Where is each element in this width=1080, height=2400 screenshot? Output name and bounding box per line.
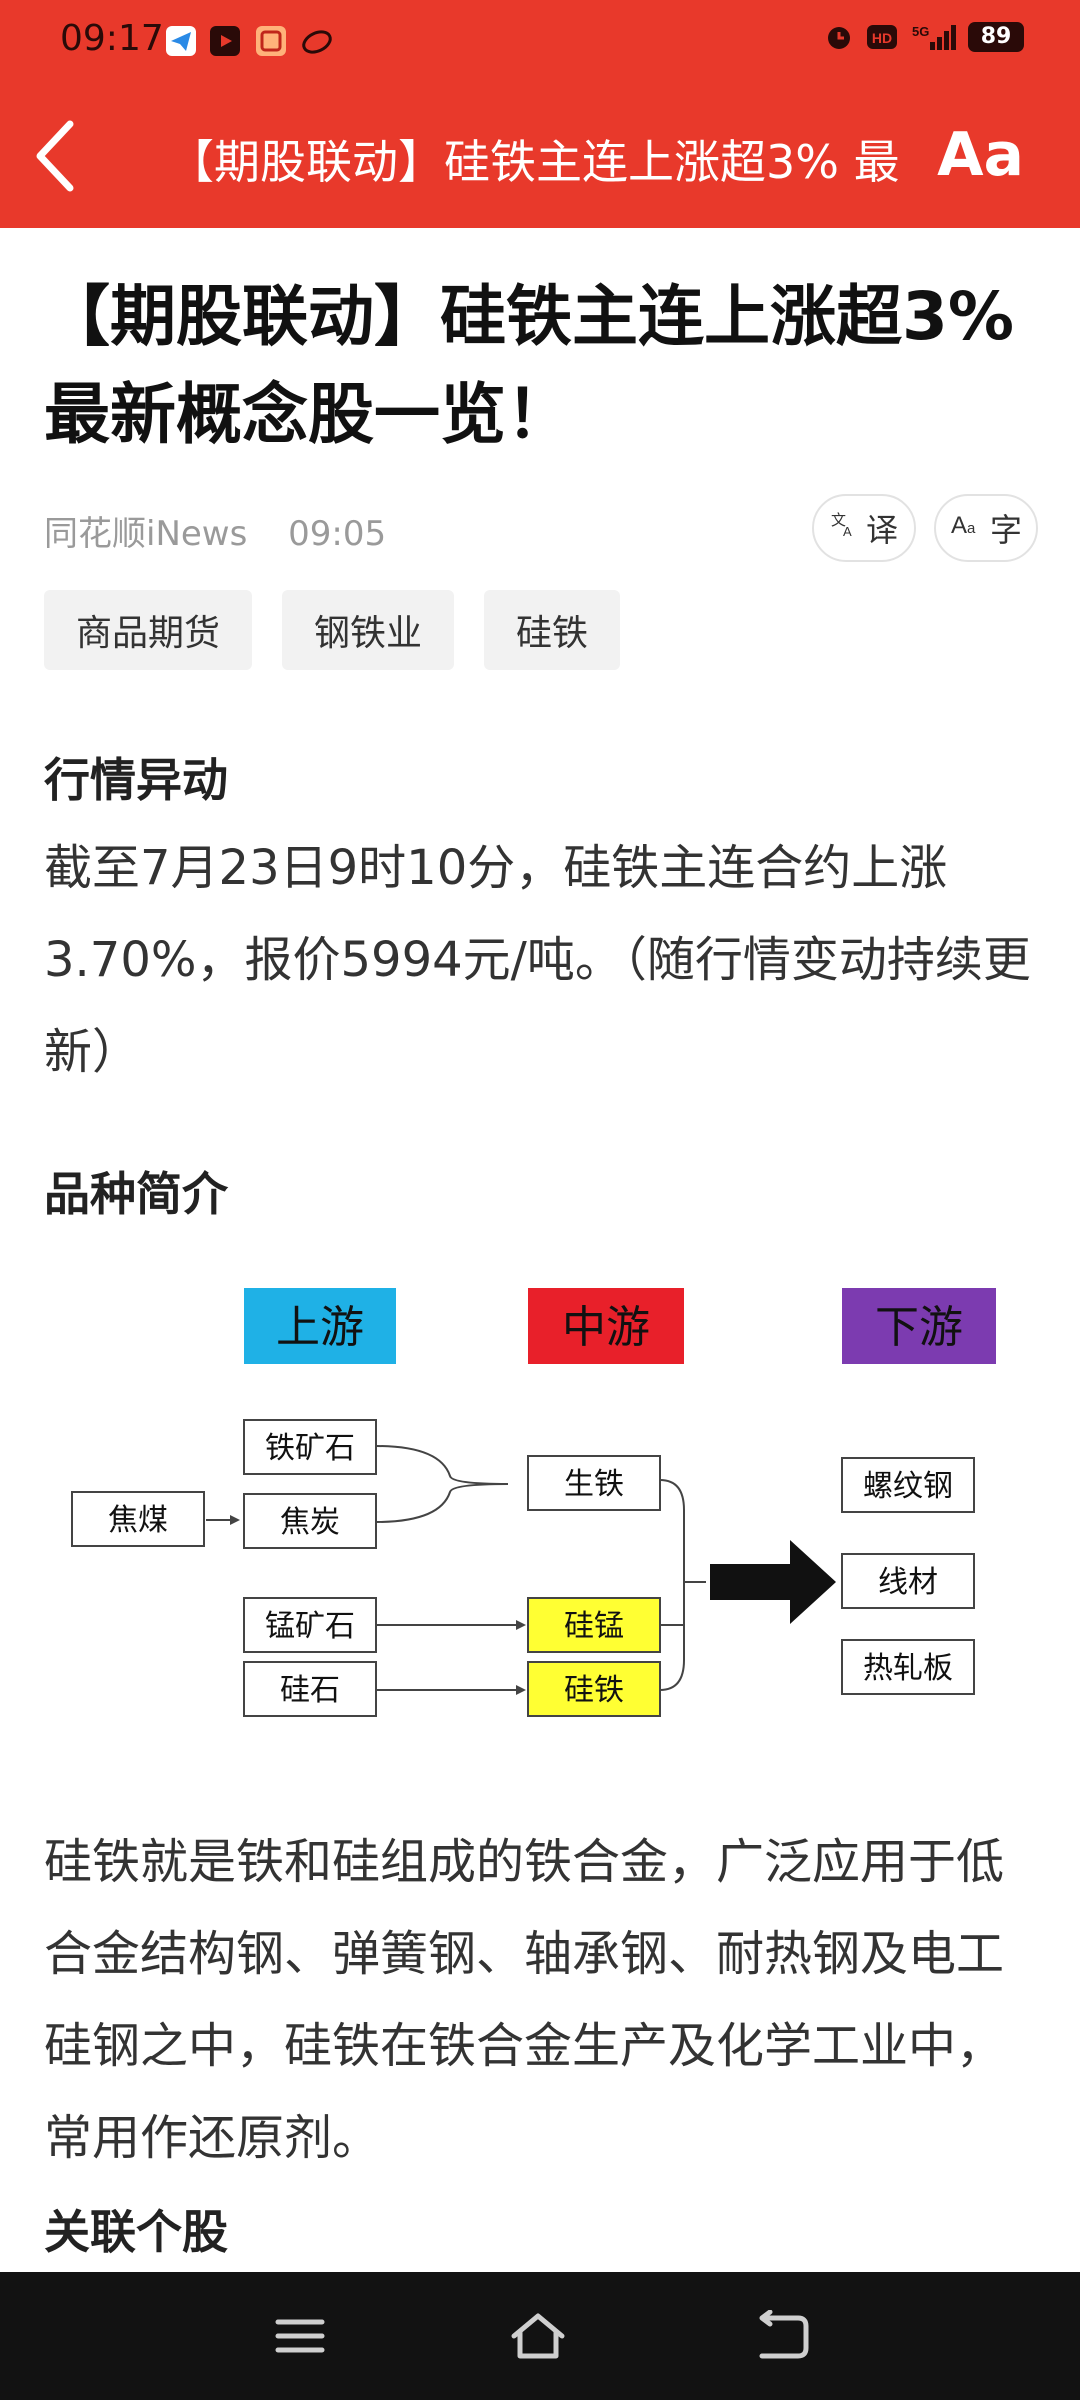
box-coke-label: 焦炭 [280, 1505, 340, 1540]
article-time: 09:05 [288, 514, 387, 554]
alarm-icon [824, 22, 854, 52]
box-ferrosilicon-label: 硅铁 [564, 1673, 624, 1708]
article-source: 同花顺iNews [44, 514, 248, 554]
header-midstream: 中游 [528, 1288, 684, 1364]
box-pig-iron-label: 生铁 [564, 1467, 624, 1502]
box-wire-rod: 线材 [841, 1553, 975, 1609]
box-silica: 硅石 [243, 1661, 377, 1717]
svg-text:a: a [967, 520, 976, 537]
box-pig-iron: 生铁 [527, 1455, 661, 1511]
svg-text:文: 文 [831, 511, 846, 529]
svg-text:A: A [843, 524, 852, 539]
signal-5g-icon: 5G [910, 22, 956, 52]
header-upstream: 上游 [244, 1288, 396, 1364]
back-arrow-icon[interactable] [22, 116, 92, 196]
box-ferrosilicon: 硅铁 [527, 1661, 661, 1717]
box-coke: 焦炭 [243, 1493, 377, 1549]
article-meta: 同花顺iNews 09:05 [44, 506, 386, 555]
nav-title: 【期股联动】硅铁主连上涨超3% 最新概念股一览！ [180, 135, 900, 189]
box-coal-label: 焦煤 [108, 1503, 168, 1538]
battery-icon: 89 [968, 22, 1024, 52]
system-nav-bar [0, 2272, 1080, 2400]
box-hot-rolled-label: 热轧板 [863, 1651, 953, 1686]
box-manganese-ore-label: 锰矿石 [265, 1609, 355, 1644]
translate-label: 译 [865, 511, 898, 549]
header-upstream-label: 上游 [276, 1302, 364, 1353]
section-market-title: 行情异动 [44, 753, 228, 807]
box-hot-rolled: 热轧板 [841, 1639, 975, 1695]
box-iron-ore: 铁矿石 [243, 1419, 377, 1475]
section-intro-title: 品种简介 [44, 1167, 228, 1221]
header-midstream-label: 中游 [562, 1302, 650, 1353]
box-iron-ore-label: 铁矿石 [265, 1431, 355, 1466]
box-silica-label: 硅石 [280, 1673, 340, 1708]
menu-icon[interactable] [270, 2310, 330, 2362]
svg-text:A: A [951, 512, 967, 539]
nav-title-marquee: 【期股联动】硅铁主连上涨超3% 最新概念股一览！ [180, 80, 900, 228]
box-manganese-ore: 锰矿石 [243, 1597, 377, 1653]
tag-commodity-futures[interactable]: 商品期货 [44, 590, 253, 670]
top-nav-bar: 【期股联动】硅铁主连上涨超3% 最新概念股一览！ Aa [0, 80, 1080, 228]
video-icon [210, 26, 240, 56]
font-style-label: 字 [989, 511, 1022, 549]
section-stocks-title: 关联个股 [44, 2205, 228, 2259]
industry-chain-diagram: 上游 中游 下游 焦煤 [71, 1288, 996, 1717]
box-rebar: 螺纹钢 [841, 1457, 975, 1513]
box-wire-rod-label: 线材 [878, 1565, 938, 1600]
home-icon[interactable] [508, 2310, 568, 2362]
box-rebar-label: 螺纹钢 [863, 1469, 953, 1504]
big-flow-arrow [710, 1540, 836, 1624]
svg-text:HD: HD [872, 30, 892, 46]
header-downstream-label: 下游 [875, 1302, 963, 1353]
intro-paragraph: 硅铁就是铁和硅组成的铁合金，广泛应用于低合金结构钢、弹簧钢、轴承钢、耐热钢及电工… [44, 1834, 1005, 2166]
box-silicomanganese: 硅锰 [527, 1597, 661, 1653]
hd-icon: HD [866, 22, 898, 52]
taobao-icon [256, 26, 286, 56]
box-silicomanganese-label: 硅锰 [564, 1609, 624, 1644]
tag-list: 商品期货 钢铁业 硅铁 [44, 590, 621, 670]
status-bar: 09:17 HD 5G 89 [0, 0, 1080, 80]
market-paragraph: 截至7月23日9时10分，硅铁主连合约上涨3.70%，报价5994元/吨。（随行… [44, 840, 1031, 1080]
box-coal: 焦煤 [71, 1491, 205, 1547]
weibo-icon [300, 26, 332, 56]
tag-steel-industry[interactable]: 钢铁业 [282, 590, 455, 670]
font-size-button[interactable]: Aa [937, 120, 1024, 190]
svg-text:5G: 5G [912, 24, 929, 39]
tag-ferrosilicon[interactable]: 硅铁 [484, 590, 621, 670]
header-downstream: 下游 [842, 1288, 996, 1364]
back-nav-icon[interactable] [752, 2309, 812, 2362]
telegram-icon [166, 26, 196, 56]
article-headline: 【期股联动】硅铁主连上涨超3% 最新概念股一览！ [44, 278, 1015, 453]
status-time: 09:17 [60, 18, 164, 59]
